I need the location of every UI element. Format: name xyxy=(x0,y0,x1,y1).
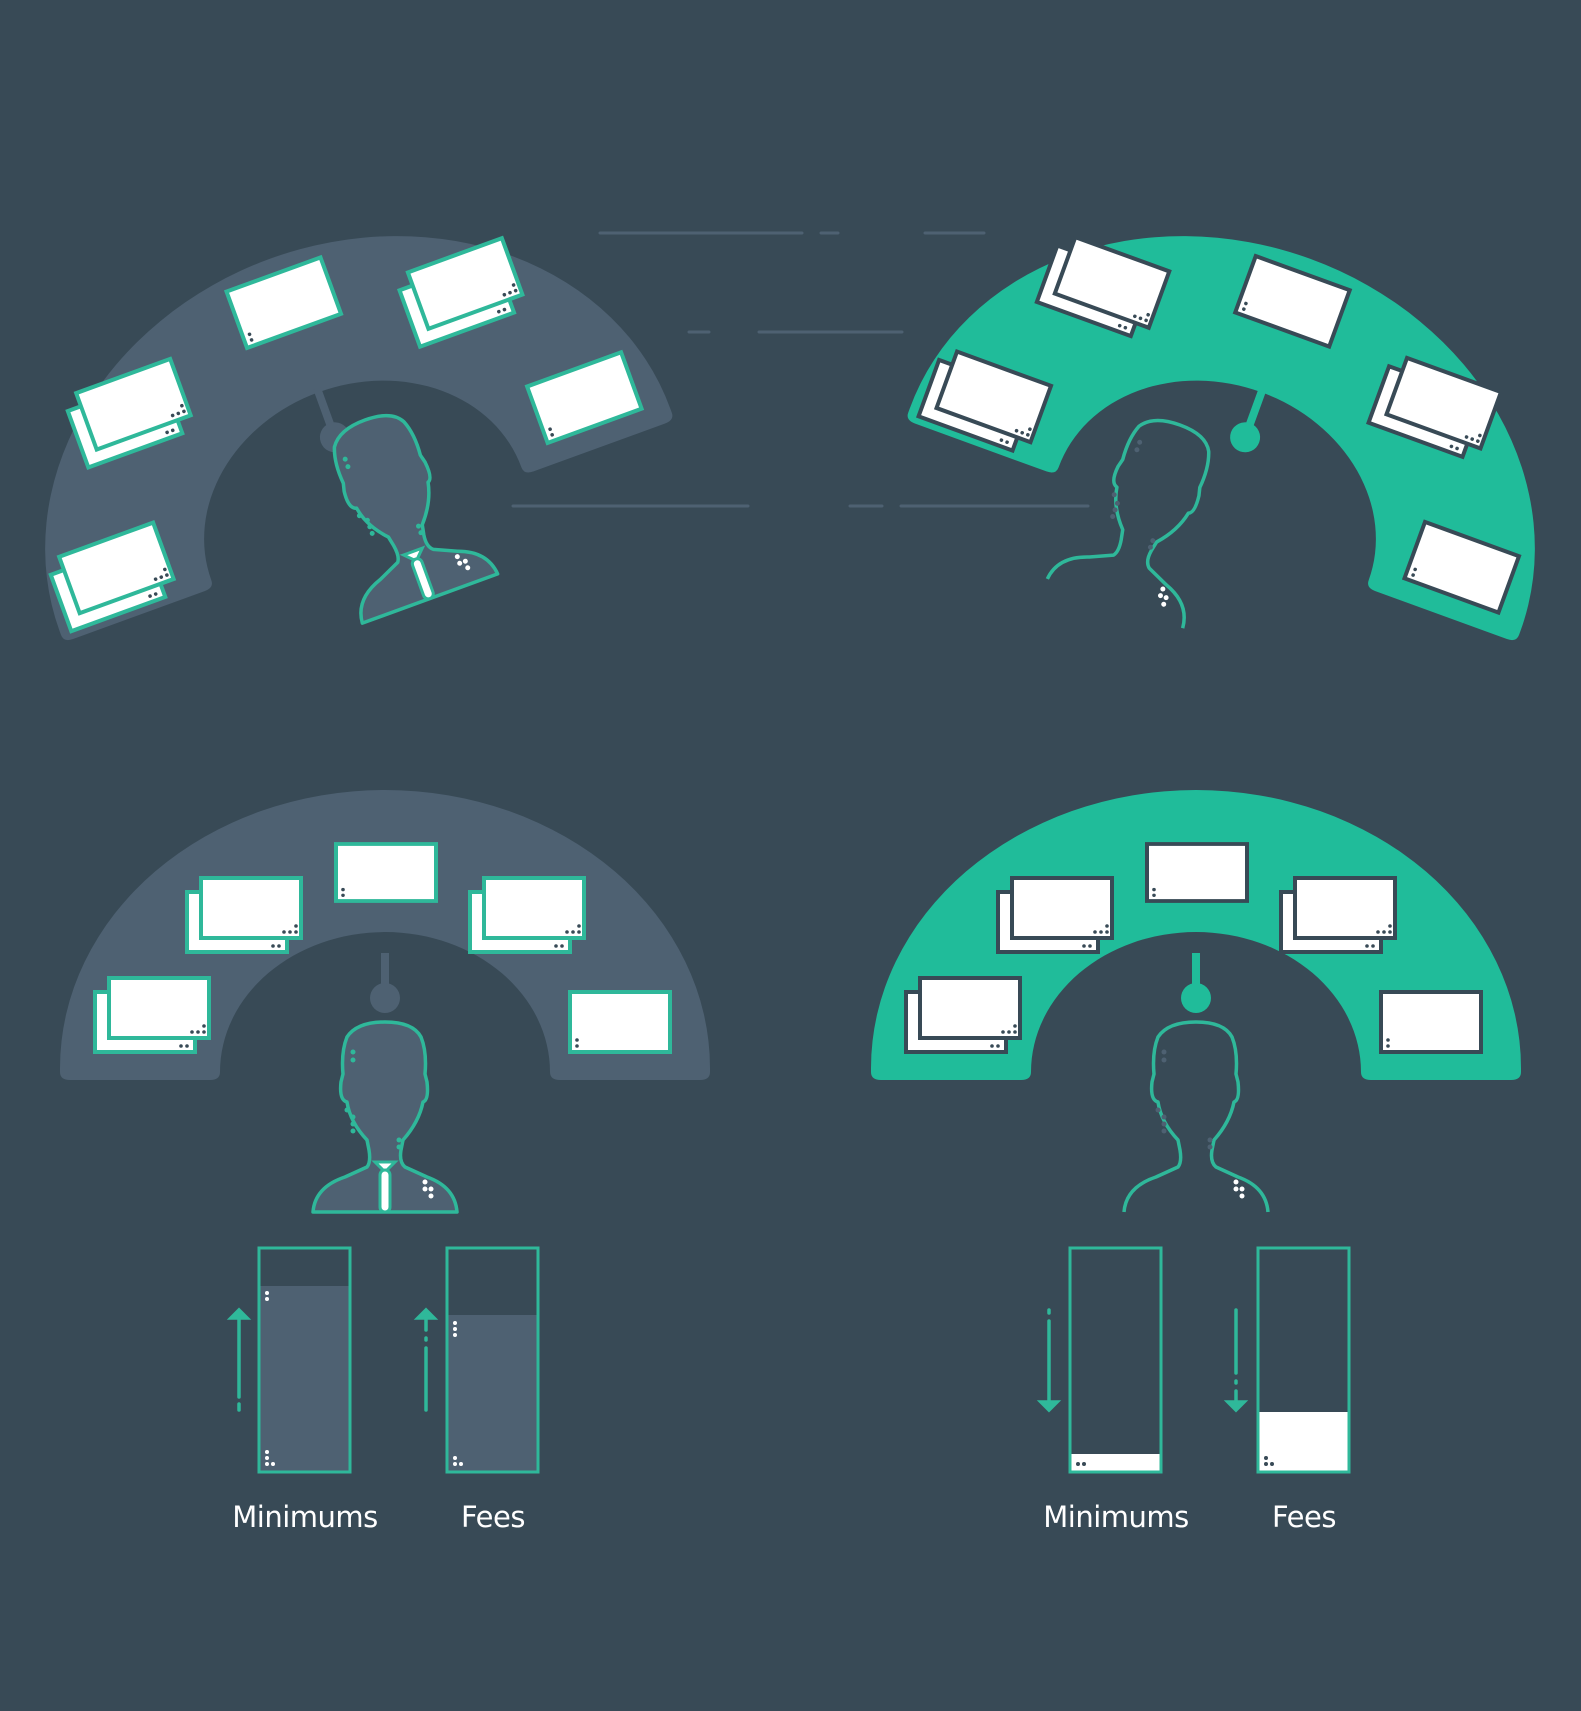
card-icon xyxy=(334,842,438,903)
top-left-arch-scene xyxy=(0,147,675,643)
card-icon xyxy=(1379,990,1483,1054)
card-stack-icon xyxy=(904,976,1022,1054)
decorative-lines xyxy=(511,231,1090,508)
bar-label-fees-left: Fees xyxy=(461,1500,525,1534)
bar-label-minimums-left: Minimums xyxy=(232,1500,378,1534)
bar-label-minimums-right: Minimums xyxy=(1043,1500,1189,1534)
card-stack-icon xyxy=(468,876,586,954)
bar-label-fees-right: Fees xyxy=(1272,1500,1336,1534)
arrow-down-icon xyxy=(1036,1308,1062,1413)
card-stack-icon xyxy=(93,976,211,1054)
card-stack-icon xyxy=(1279,876,1397,954)
arrow-up-icon xyxy=(226,1307,252,1412)
left-fees-bar xyxy=(445,1246,540,1474)
top-right-arch-scene xyxy=(905,147,1581,643)
card-stack-icon xyxy=(996,876,1114,954)
arrow-up-icon xyxy=(413,1307,439,1412)
person-icon-right-bottom xyxy=(1122,1020,1270,1214)
person-icon-left-bottom xyxy=(311,1020,459,1214)
card-icon xyxy=(1145,842,1249,903)
arrow-down-icon xyxy=(1223,1308,1249,1413)
right-fees-bar xyxy=(1256,1246,1351,1474)
bottom-right-arch-scene xyxy=(871,790,1521,1080)
person-icon-right-top xyxy=(1045,398,1250,630)
bottom-left-arch-scene xyxy=(60,790,710,1080)
left-minimums-bar xyxy=(257,1246,352,1474)
right-minimums-bar xyxy=(1068,1246,1163,1474)
card-icon xyxy=(568,990,672,1054)
card-stack-icon xyxy=(185,876,303,954)
